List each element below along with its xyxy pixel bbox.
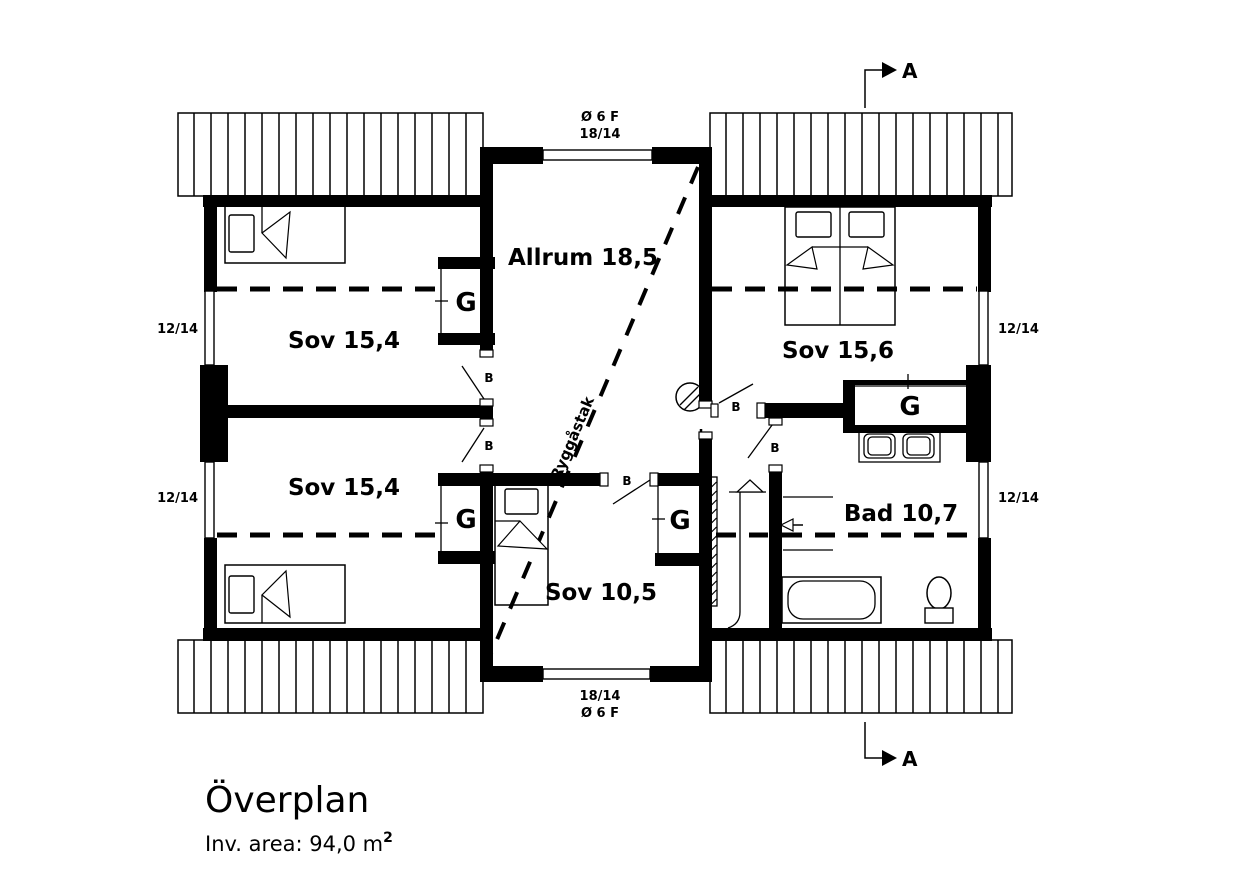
room-label-bad: Bad 10,7 <box>844 501 958 527</box>
room-label-sov-nw: Sov 15,4 <box>288 328 400 354</box>
door-leaf-sov-s <box>612 479 651 505</box>
door-mark-b1: B <box>484 371 493 385</box>
bed-sov-nw <box>224 204 346 264</box>
bath-door-marks <box>779 496 833 551</box>
stair-walk-line <box>727 492 741 629</box>
window-labels: 12/14 12/14 12/14 12/14 Ø 6 F 18/14 18/1… <box>157 110 1039 721</box>
bed-sov-s <box>494 484 549 606</box>
door-mark-b2: B <box>484 439 493 453</box>
stair-railing <box>709 476 718 607</box>
bed-sov-sw <box>224 564 346 624</box>
roof-hatch-ne <box>709 112 1013 197</box>
window-label-top-2: 18/14 <box>580 127 621 142</box>
closets: G G G G <box>435 269 967 553</box>
roof-hatch-sw <box>177 639 484 714</box>
room-label-allrum: Allrum 18,5 <box>508 245 658 271</box>
roof-hatch-nw <box>177 112 484 197</box>
windows <box>204 149 989 680</box>
section-label-top: A <box>902 59 918 83</box>
sheet-area: Inv. area: 94,0 m2 <box>205 830 393 856</box>
closet-g-sw: G <box>455 505 476 535</box>
door-leaf-sov-sw <box>461 427 485 463</box>
sheet-area-sup: 2 <box>383 830 393 846</box>
stair-up-arrow <box>735 479 765 493</box>
bathroom-fixtures <box>779 429 954 624</box>
window-top <box>542 149 653 161</box>
bathtub <box>781 576 882 624</box>
window-label-bottom-1: 18/14 <box>580 689 621 704</box>
roof-hatch-se <box>709 639 1013 714</box>
bed-sov-ne-double <box>784 206 896 326</box>
closet-g-bad: G <box>899 392 920 422</box>
double-sink <box>858 429 941 463</box>
ceiling-height-lines <box>217 286 977 538</box>
door-mark-b5: B <box>770 441 779 455</box>
section-marker-top: A <box>864 59 918 108</box>
exterior-walls <box>200 147 992 682</box>
door-leaf-sov-ne <box>718 383 754 404</box>
window-bottom <box>542 668 651 680</box>
window-label-right-1: 12/14 <box>998 322 1039 337</box>
room-label-sov-sw: Sov 15,4 <box>288 475 400 501</box>
window-label-top-1: Ø 6 F <box>581 110 619 125</box>
closet-g-nw: G <box>455 288 476 318</box>
interior-walls <box>204 257 970 630</box>
window-label-left-1: 12/14 <box>157 322 198 337</box>
vent-symbol <box>675 382 705 471</box>
window-left-1 <box>204 290 215 366</box>
window-right-2 <box>978 461 989 539</box>
beds <box>224 204 896 624</box>
section-markers: A A <box>864 59 918 771</box>
room-labels: Allrum 18,5 Sov 15,4 Sov 15,4 Sov 15,6 S… <box>288 245 958 606</box>
door-leaf-sov-nw <box>461 365 485 400</box>
window-right-1 <box>978 290 989 366</box>
window-label-bottom-2: Ø 6 F <box>581 706 619 721</box>
title-block: Överplan Inv. area: 94,0 m2 <box>205 779 393 856</box>
room-label-sov-s: Sov 10,5 <box>545 580 657 606</box>
window-left-2 <box>204 461 215 539</box>
sheet-title: Överplan <box>205 779 369 821</box>
window-label-right-2: 12/14 <box>998 491 1039 506</box>
closet-g-s: G <box>669 506 690 536</box>
section-label-bottom: A <box>902 747 918 771</box>
section-marker-bottom: A <box>864 722 918 771</box>
window-label-left-2: 12/14 <box>157 491 198 506</box>
door-mark-b4: B <box>731 400 740 414</box>
door-leaf-bad <box>747 420 776 459</box>
staircase <box>709 476 766 629</box>
door-mark-b3: B <box>622 474 631 488</box>
toilet <box>924 576 954 624</box>
doors: B B B B B <box>461 349 783 505</box>
room-label-sov-ne: Sov 15,6 <box>782 338 894 364</box>
